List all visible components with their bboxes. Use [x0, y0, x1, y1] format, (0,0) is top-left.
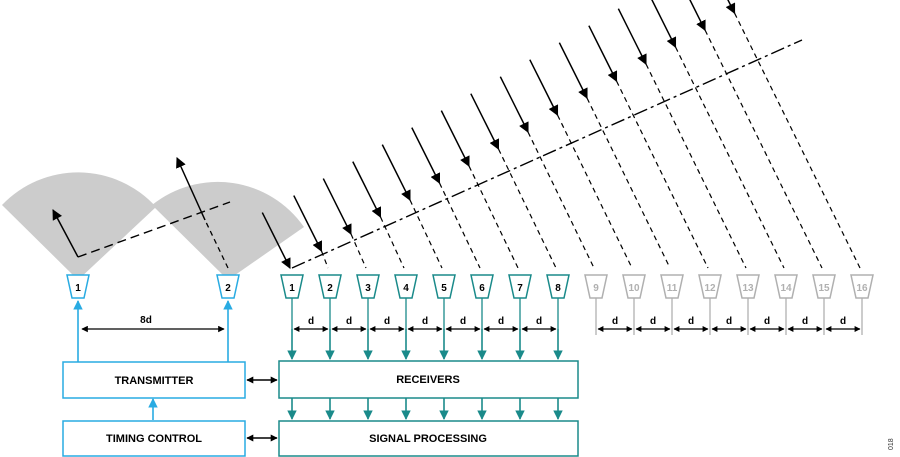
spacing-label-15: d	[840, 316, 846, 327]
incoming-signal-arrow-14	[651, 0, 677, 49]
spacing-label-2: d	[346, 316, 352, 327]
spacing-label-5: d	[460, 316, 466, 327]
spacing-label-6: d	[498, 316, 504, 327]
incoming-signal-arrow-13	[617, 8, 647, 66]
rx-antenna-6: 6	[470, 274, 494, 299]
spacing-label-9: d	[612, 316, 618, 327]
spacing-label-13: d	[764, 316, 770, 327]
spacing-label-7: d	[536, 316, 542, 327]
rx-antenna-6-label: 6	[479, 283, 485, 294]
incoming-signal-arrow-4	[352, 161, 382, 218]
incoming-signal-arrow-11	[558, 42, 588, 100]
signal-processing-label: SIGNAL PROCESSING	[369, 433, 487, 445]
spacing-label-1: d	[308, 316, 314, 327]
virtual-antenna-13-label: 13	[742, 283, 754, 294]
virtual-antenna-16: 16	[850, 274, 874, 299]
rx-path-dashed-11	[586, 97, 671, 269]
spacing-label-12: d	[726, 316, 732, 327]
rx-path-dashed-7	[468, 165, 519, 269]
rx-path-dashed-4	[379, 216, 405, 269]
rx-path-dashed-16	[734, 12, 861, 269]
tx-wavefront-line	[77, 201, 231, 258]
rx-antenna-5-label: 5	[441, 283, 447, 294]
rx-antenna-7: 7	[508, 274, 532, 299]
incoming-signal-arrow-6	[411, 127, 441, 184]
tx-antenna-1-label: 1	[75, 283, 81, 294]
virtual-antenna-11: 11	[660, 274, 684, 299]
rx-antenna-7-label: 7	[517, 283, 523, 294]
incoming-signal-arrow-2	[293, 195, 323, 252]
virtual-antenna-12-label: 12	[704, 283, 716, 294]
rx-wavefront-line	[291, 39, 803, 269]
rx-path-dashed-2	[320, 250, 329, 269]
virtual-antenna-9-label: 9	[593, 283, 599, 294]
tx-spacing-label: 8d	[140, 315, 152, 326]
virtual-antenna-9: 9	[584, 274, 608, 299]
timing-control-label: TIMING CONTROL	[106, 433, 202, 445]
incoming-signal-arrow-16	[725, 0, 736, 15]
spacing-label-3: d	[384, 316, 390, 327]
receivers-block: RECEIVERS	[278, 360, 579, 399]
spacing-label-14: d	[802, 316, 808, 327]
spacing-label-11: d	[688, 316, 694, 327]
tx2-direction-arrow	[176, 157, 206, 221]
rx-path-dashed-5	[409, 199, 443, 269]
rx-path-dashed-13	[645, 63, 747, 269]
rx-path-dashed-15	[704, 29, 823, 269]
rx-antenna-3: 3	[356, 274, 380, 299]
tx1-beam-lobe	[2, 172, 156, 280]
rx-antenna-5: 5	[432, 274, 456, 299]
tx-antenna-2: 2	[216, 274, 240, 299]
incoming-signal-arrow-8	[470, 93, 500, 151]
rx-path-dashed-9	[527, 131, 595, 269]
incoming-signal-arrow-9	[499, 76, 529, 134]
incoming-signal-arrow-1	[261, 212, 291, 269]
rx-path-dashed-10	[557, 114, 633, 269]
rx-path-dashed-6	[438, 182, 481, 269]
rx-antenna-4-label: 4	[403, 283, 409, 294]
incoming-signal-arrow-3	[322, 178, 352, 235]
rx-antenna-4: 4	[394, 274, 418, 299]
signal-processing-block: SIGNAL PROCESSING	[278, 420, 579, 457]
rx-path-dashed-3	[350, 233, 367, 269]
virtual-antenna-16-label: 16	[856, 283, 868, 294]
tx2-beam-lobe	[152, 181, 304, 280]
incoming-signal-arrow-15	[689, 0, 706, 32]
rx-antenna-3-label: 3	[365, 283, 371, 294]
rx-antenna-1-label: 1	[289, 283, 295, 294]
spacing-label-10: d	[650, 316, 656, 327]
virtual-antenna-10: 10	[622, 274, 646, 299]
tx-antenna-1: 1	[66, 274, 90, 299]
virtual-antenna-14: 14	[774, 274, 798, 299]
transmitter-block: TRANSMITTER	[62, 361, 246, 399]
incoming-signal-arrow-5	[381, 144, 411, 201]
rx-antenna-2: 2	[318, 274, 342, 299]
virtual-antenna-11-label: 11	[667, 283, 678, 294]
virtual-antenna-14-label: 14	[780, 283, 792, 294]
rx-path-dashed-12	[616, 80, 709, 269]
rx-antenna-2-label: 2	[327, 283, 333, 294]
virtual-antenna-15-label: 15	[818, 283, 830, 294]
virtual-antenna-10-label: 10	[628, 283, 640, 294]
virtual-antenna-15: 15	[812, 274, 836, 299]
spacing-label-4: d	[422, 316, 428, 327]
rx-antenna-8: 8	[546, 274, 570, 299]
tx-antenna-2-label: 2	[225, 283, 231, 294]
incoming-signal-arrow-10	[529, 59, 559, 117]
figure-number: 018	[888, 438, 895, 450]
rx-antenna-1: 1	[280, 274, 304, 299]
incoming-signal-arrow-12	[588, 25, 618, 83]
virtual-antenna-12: 12	[698, 274, 722, 299]
timing-control-block: TIMING CONTROL	[62, 420, 246, 457]
receivers-label: RECEIVERS	[396, 374, 460, 386]
incoming-signal-arrow-7	[440, 110, 470, 168]
transmitter-label: TRANSMITTER	[115, 375, 194, 387]
rx-antenna-8-label: 8	[555, 283, 561, 294]
virtual-antenna-13: 13	[736, 274, 760, 299]
rx-path-dashed-8	[498, 148, 557, 269]
tx1-direction-arrow	[52, 209, 79, 258]
